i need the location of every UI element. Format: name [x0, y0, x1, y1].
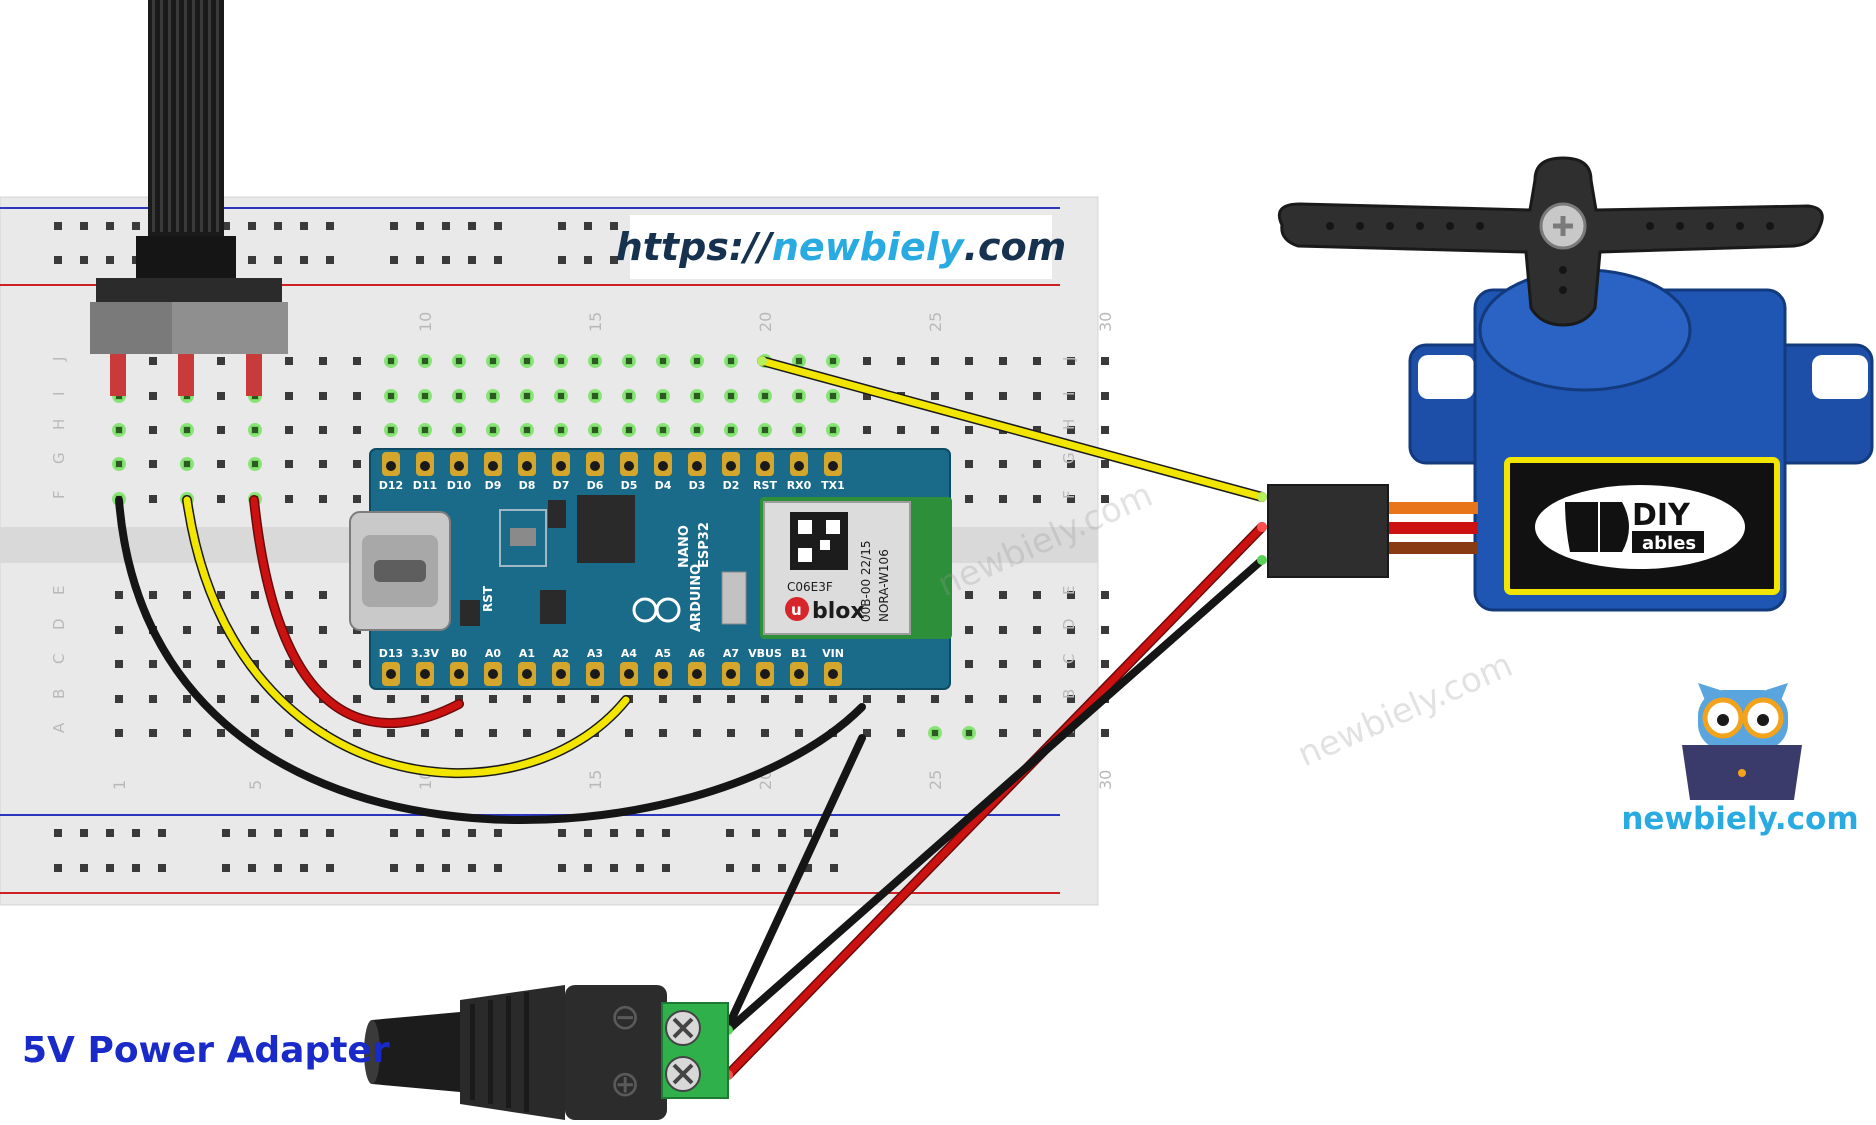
column-number-bottom: 5: [246, 780, 265, 790]
adapter-plus-symbol: ⊕: [610, 1064, 640, 1105]
wires: [115, 356, 1267, 1080]
column-number-top: 30: [1096, 312, 1115, 332]
column-number-bottom: 15: [586, 770, 605, 790]
power-adapter-label: 5V Power Adapter: [22, 1030, 390, 1071]
arduino-logo-icon: [632, 597, 681, 623]
module-code: C06E3F: [787, 580, 833, 594]
board-label-esp32: ESP32: [697, 522, 712, 568]
owl-laptop-mascot-icon: [1682, 683, 1802, 800]
column-number-bottom: 1: [110, 780, 129, 790]
site-url-domain: newbiely: [771, 225, 964, 269]
dc-barrel-jack-adapter: ⊖ ⊕: [364, 985, 729, 1120]
processor-chip: [577, 495, 635, 563]
potentiometer: [90, 0, 288, 396]
module-batch: 00B-00 22/15: [859, 541, 873, 623]
pin-label-top: D3: [689, 479, 706, 492]
column-number-top: 25: [926, 312, 945, 332]
ublox-mark-icon: [785, 597, 809, 621]
brand-text: newbiely.com: [1621, 801, 1859, 837]
pin-label-top: D11: [413, 479, 437, 492]
pin-label-bottom: B0: [451, 647, 467, 660]
usb-c-connector: [349, 511, 451, 631]
row-letter: G: [1060, 452, 1078, 464]
pin-pads: [382, 452, 842, 686]
servo-motor: DIY ables: [1277, 156, 1874, 612]
row-letter: I: [50, 392, 68, 396]
wifi-module: u blox C06E3F NORA-W106 00B-00 22/15: [760, 497, 952, 639]
row-letter: F: [50, 490, 68, 499]
pin-label-bottom: VBUS: [748, 647, 782, 660]
column-number-top: 20: [756, 312, 775, 332]
board-label-rst: RST: [481, 585, 495, 612]
column-number-bottom: 25: [926, 770, 945, 790]
wire-gnd-servo: [724, 556, 1266, 1034]
rst-button: [510, 528, 536, 546]
wire-gnd-adapter: [724, 734, 866, 1031]
pin-label-top: RX0: [787, 479, 812, 492]
row-letter: J: [1060, 357, 1078, 362]
pin-label-top: D2: [723, 479, 740, 492]
pin-label-bottom: A3: [587, 647, 603, 660]
pin-label-bottom: A2: [553, 647, 569, 660]
pin-label-top: D7: [553, 479, 570, 492]
site-url-suffix: .com: [963, 225, 1067, 269]
row-letter: G: [50, 452, 68, 464]
row-letter: C: [50, 654, 68, 664]
pin-label-bottom: A0: [485, 647, 502, 660]
pin-label-top: RST: [753, 479, 777, 492]
row-letter: B: [50, 689, 68, 699]
module-model: NORA-W106: [877, 549, 891, 622]
row-letter: C: [1060, 654, 1078, 664]
servo-logo-line2: ables: [1642, 533, 1696, 554]
site-url-banner: https://newbiely.com: [616, 215, 1066, 279]
row-letter: D: [50, 618, 68, 630]
column-number-bottom: 30: [1096, 770, 1115, 790]
row-letter: D: [1060, 618, 1078, 630]
pin-label-top: TX1: [821, 479, 845, 492]
row-letter: H: [50, 419, 68, 430]
row-letter: F: [1060, 490, 1078, 499]
pin-label-bottom: A5: [655, 647, 671, 660]
pin-label-top: D8: [519, 479, 536, 492]
pin-label-top: D10: [447, 479, 472, 492]
pin-label-top: D5: [621, 479, 638, 492]
row-letter: E: [1060, 586, 1078, 595]
row-letter: B: [1060, 689, 1078, 699]
pin-label-bottom: A4: [621, 647, 638, 660]
column-number-top: 10: [416, 312, 435, 332]
pin-label-bottom: A7: [723, 647, 739, 660]
pin-label-bottom: VIN: [822, 647, 844, 660]
servo-logo-line1: DIY: [1632, 498, 1691, 533]
row-letter: E: [50, 586, 68, 595]
site-url-prefix: https://: [615, 225, 772, 269]
module-vendor: blox: [812, 599, 865, 624]
wire-pot-gnd: [115, 496, 866, 824]
row-letter: J: [50, 357, 68, 362]
pin-label-bottom: 3.3V: [411, 647, 439, 660]
pin-label-bottom: A1: [519, 647, 535, 660]
row-letter: A: [50, 722, 68, 733]
pin-label-top: D12: [379, 479, 403, 492]
row-letter: I: [1060, 392, 1078, 396]
board-label-arduino: ARDUINO: [689, 564, 704, 632]
pin-label-bottom: D13: [379, 647, 403, 660]
pin-label-top: D6: [587, 479, 604, 492]
servo-cable: [1267, 484, 1478, 578]
column-number-top: 15: [586, 312, 605, 332]
module-vendor-mark: u: [791, 601, 802, 619]
pin-label-bottom: B1: [791, 647, 807, 660]
adapter-minus-symbol: ⊖: [610, 997, 640, 1038]
pin-label-top: D4: [655, 479, 672, 492]
board-label-nano: NANO: [677, 525, 692, 568]
pin-label-bottom: A6: [689, 647, 706, 660]
row-letter: H: [1060, 419, 1078, 430]
servo-connector: [1267, 484, 1389, 578]
pin-label-top: D9: [485, 479, 502, 492]
